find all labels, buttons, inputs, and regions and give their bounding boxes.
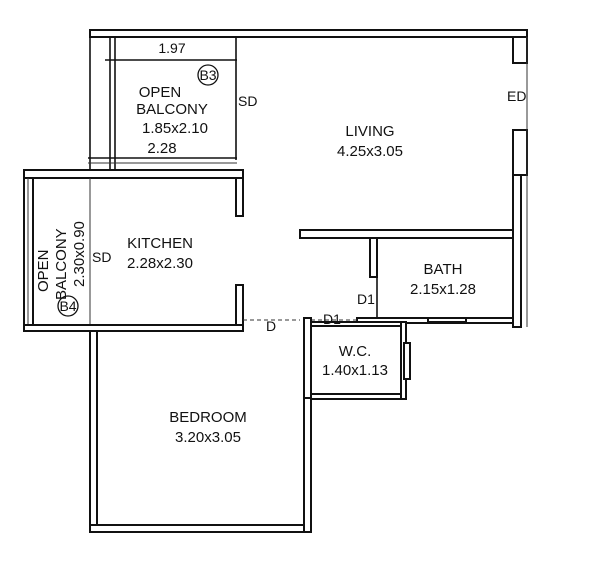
b4-name-1: OPEN <box>35 249 52 292</box>
top-wall <box>89 29 528 38</box>
right-wall-lower <box>512 129 528 176</box>
wc-bottom-wall <box>310 393 407 400</box>
ed-label: ED <box>507 88 526 104</box>
b3-tag: B3 <box>199 67 216 83</box>
bedroom-name: BEDROOM <box>169 409 247 426</box>
bath-top-wall <box>299 229 514 239</box>
b3-dim-top: 1.97 <box>158 40 185 56</box>
bedroom-right-wall <box>303 397 312 533</box>
kitchen-bottom-wall <box>23 324 244 332</box>
b3-size: 1.85x2.10 <box>142 120 208 137</box>
bedroom-bottom-wall <box>89 524 312 533</box>
b4-tag: B4 <box>59 298 76 314</box>
sd-b3-label: SD <box>238 93 257 109</box>
right-wall-upper <box>512 36 528 64</box>
d-kitchen-label: D <box>266 318 276 334</box>
wc-left-wall <box>303 317 312 399</box>
bedroom-size: 3.20x3.05 <box>175 429 241 446</box>
living-size: 4.25x3.05 <box>337 143 403 160</box>
bath-size: 2.15x1.28 <box>410 281 476 298</box>
sd-b4-label: SD <box>92 249 111 265</box>
bath-window <box>427 317 467 323</box>
wc-window <box>403 342 411 380</box>
living-name: LIVING <box>345 123 394 140</box>
d1-wc-label: D1 <box>323 311 341 327</box>
b4-name-2: BALCONY <box>53 228 70 300</box>
kitchen-top-wall <box>23 169 244 179</box>
bath-name: BATH <box>424 261 463 278</box>
kitchen-name: KITCHEN <box>127 235 193 252</box>
b3-dim-bottom: 2.28 <box>147 140 176 157</box>
wc-name: W.C. <box>339 343 372 360</box>
kitchen-right-stub-top <box>235 177 244 217</box>
kitchen-size: 2.28x2.30 <box>127 255 193 272</box>
bedroom-left-wall <box>89 330 98 533</box>
b3-tag-circle <box>197 64 219 86</box>
bath-left-stub <box>369 237 378 278</box>
b4-tag-circle <box>57 295 79 317</box>
b3-name-1: OPEN <box>139 84 182 101</box>
wc-size: 1.40x1.13 <box>322 362 388 379</box>
b3-name-2: BALCONY <box>136 101 208 118</box>
right-wall-bottom <box>512 174 522 328</box>
kitchen-right-stub-bottom <box>235 284 244 326</box>
d1-bath-label: D1 <box>357 291 375 307</box>
b4-size: 2.30x0.90 <box>71 221 88 287</box>
